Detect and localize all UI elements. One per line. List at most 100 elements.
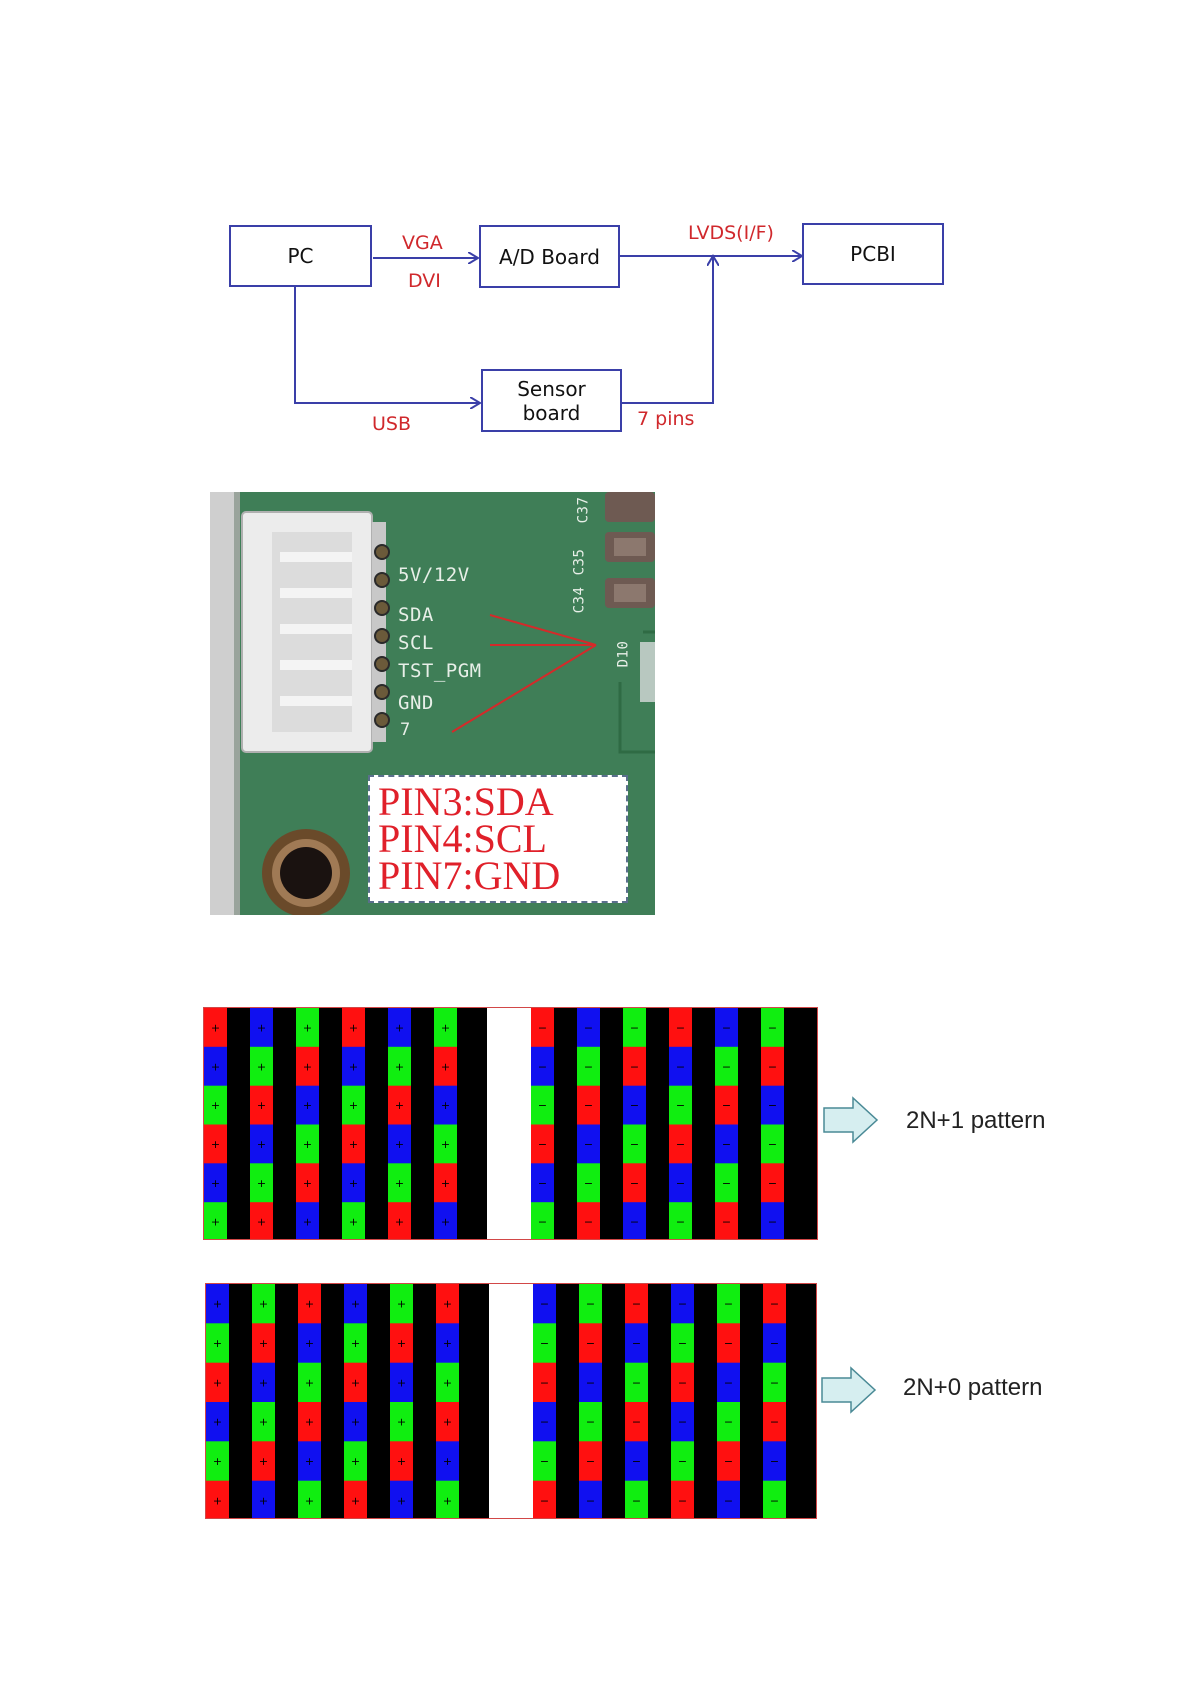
pattern-pixel bbox=[388, 1046, 411, 1087]
pattern-pixel bbox=[554, 1085, 577, 1125]
pattern-pixel bbox=[669, 1202, 692, 1239]
polarity-mark: − bbox=[724, 1455, 733, 1468]
pattern-2n1-arrow bbox=[823, 1096, 879, 1144]
pattern-pixel bbox=[457, 1085, 480, 1125]
polarity-mark: + bbox=[441, 1177, 450, 1190]
pattern-pixel bbox=[319, 1046, 342, 1087]
pattern-pixel bbox=[761, 1124, 784, 1164]
pattern-pixel bbox=[365, 1163, 388, 1203]
polarity-mark: − bbox=[632, 1494, 641, 1507]
pattern-pixel bbox=[761, 1008, 784, 1048]
pattern-pixel bbox=[227, 1163, 250, 1203]
silk-gnd: GND bbox=[398, 692, 434, 714]
pattern-pixel bbox=[579, 1284, 602, 1324]
pin-callout-line: PIN7:GND bbox=[378, 853, 561, 898]
pattern-pixel bbox=[554, 1046, 577, 1087]
pattern-pixel bbox=[531, 1163, 554, 1203]
pattern-pixel bbox=[204, 1085, 227, 1125]
pattern-pixel bbox=[227, 1124, 250, 1164]
pattern-pixel bbox=[577, 1008, 600, 1048]
ad-board-label: A/D Board bbox=[499, 244, 600, 269]
pattern-pixel bbox=[625, 1323, 648, 1364]
pattern-pixel bbox=[296, 1124, 319, 1164]
pattern-pixel bbox=[784, 1124, 807, 1164]
pattern-pixel bbox=[206, 1402, 229, 1442]
polarity-mark: − bbox=[676, 1138, 685, 1151]
polarity-mark: − bbox=[584, 1021, 593, 1034]
polarity-mark: + bbox=[305, 1337, 314, 1350]
pattern-pixel bbox=[600, 1085, 623, 1125]
pattern-pixel bbox=[786, 1323, 809, 1364]
pattern-pixel bbox=[229, 1402, 252, 1442]
pattern-pixel bbox=[411, 1046, 434, 1087]
pattern-pixel bbox=[692, 1124, 715, 1164]
pattern-pixel bbox=[623, 1046, 646, 1087]
pattern-pixel bbox=[250, 1202, 273, 1239]
board-graphics bbox=[210, 492, 655, 915]
sensor-to-lvds-arrow bbox=[622, 256, 713, 404]
sensor-board-block: Sensor board bbox=[481, 369, 622, 432]
polarity-mark: + bbox=[397, 1376, 406, 1389]
pattern-pixel bbox=[390, 1441, 413, 1482]
pattern-pixel bbox=[344, 1441, 367, 1482]
pattern-pixel bbox=[625, 1362, 648, 1403]
pattern-pixel bbox=[602, 1284, 625, 1324]
pattern-pixel bbox=[459, 1362, 482, 1403]
pattern-pixel bbox=[763, 1323, 786, 1364]
pattern-pixel bbox=[273, 1046, 296, 1087]
pattern-pixel bbox=[669, 1085, 692, 1125]
pattern-pixel bbox=[457, 1124, 480, 1164]
pattern-pixel bbox=[344, 1362, 367, 1403]
pattern-pixel bbox=[344, 1284, 367, 1324]
polarity-mark: + bbox=[211, 1060, 220, 1073]
polarity-mark: − bbox=[722, 1216, 731, 1229]
pattern-pixel bbox=[692, 1202, 715, 1239]
polarity-mark: + bbox=[397, 1416, 406, 1429]
polarity-mark: − bbox=[722, 1099, 731, 1112]
pattern-pixel bbox=[411, 1085, 434, 1125]
polarity-mark: − bbox=[770, 1494, 779, 1507]
pattern-pixel bbox=[388, 1124, 411, 1164]
polarity-mark: + bbox=[395, 1060, 404, 1073]
pattern-pixel bbox=[669, 1163, 692, 1203]
polarity-mark: − bbox=[584, 1060, 593, 1073]
pattern-pixel bbox=[390, 1284, 413, 1324]
pattern-pixel bbox=[784, 1085, 807, 1125]
pattern-pixel bbox=[365, 1008, 388, 1048]
pattern-pixel bbox=[671, 1441, 694, 1482]
pattern-pixel bbox=[669, 1124, 692, 1164]
polarity-mark: + bbox=[259, 1416, 268, 1429]
pattern-pixel bbox=[296, 1008, 319, 1048]
polarity-mark: − bbox=[630, 1177, 639, 1190]
pattern-pixel bbox=[554, 1008, 577, 1048]
polarity-mark: − bbox=[630, 1138, 639, 1151]
pattern-pixel bbox=[740, 1323, 763, 1364]
pattern-pixel bbox=[275, 1323, 298, 1364]
pattern-pixel bbox=[388, 1008, 411, 1048]
pattern-pixel bbox=[531, 1085, 554, 1125]
pattern-pixel bbox=[602, 1323, 625, 1364]
pattern-pixel bbox=[715, 1202, 738, 1239]
pattern-pixel bbox=[413, 1441, 436, 1482]
pattern-pixel bbox=[740, 1284, 763, 1324]
polarity-mark: − bbox=[540, 1494, 549, 1507]
pattern-pixel bbox=[436, 1402, 459, 1442]
pattern-pixel bbox=[229, 1323, 252, 1364]
polarity-mark: − bbox=[676, 1099, 685, 1112]
polarity-mark: − bbox=[632, 1416, 641, 1429]
pattern-pixel bbox=[786, 1362, 809, 1403]
polarity-mark: + bbox=[257, 1099, 266, 1112]
pattern-pixel bbox=[457, 1008, 480, 1048]
polarity-mark: − bbox=[678, 1298, 687, 1311]
pattern-pixel bbox=[319, 1202, 342, 1239]
polarity-mark: + bbox=[443, 1298, 452, 1311]
pattern-pixel bbox=[740, 1441, 763, 1482]
pattern-pixel bbox=[342, 1008, 365, 1048]
polarity-mark: − bbox=[538, 1060, 547, 1073]
pattern-pixel bbox=[365, 1124, 388, 1164]
pattern-pixel bbox=[459, 1480, 482, 1518]
pattern-pixel bbox=[321, 1362, 344, 1403]
pattern-pixel bbox=[459, 1402, 482, 1442]
pattern-pixel bbox=[717, 1284, 740, 1324]
pattern-pixel bbox=[250, 1046, 273, 1087]
